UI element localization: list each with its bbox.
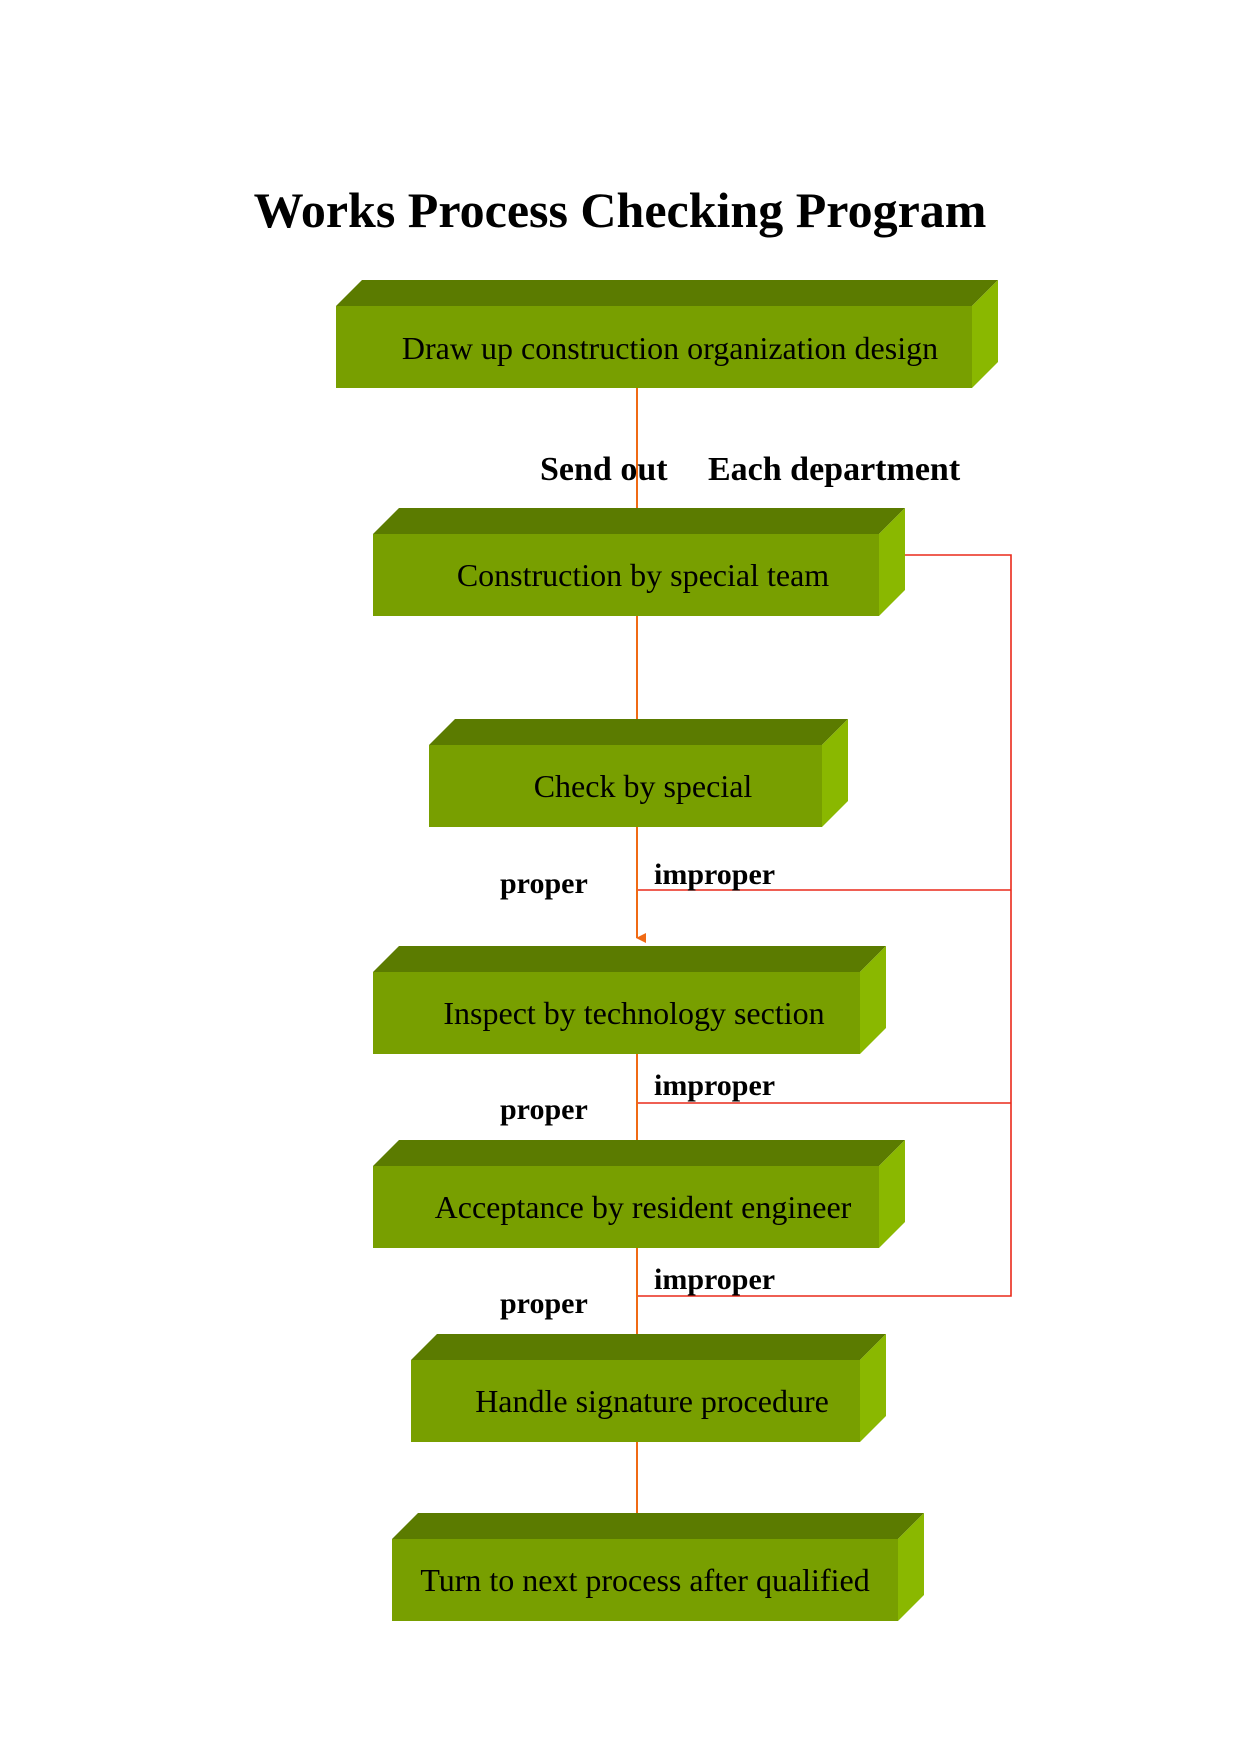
step-box-4: Inspect by technology section bbox=[373, 946, 886, 1054]
step-box-6: Handle signature procedure bbox=[411, 1334, 886, 1442]
return-lines bbox=[637, 554, 1012, 1297]
step-box-3: Check by special bbox=[429, 719, 848, 827]
step-box-1: Draw up construction organization design bbox=[336, 280, 998, 388]
page-title: Works Process Checking Program bbox=[254, 182, 987, 238]
step-label-6: Handle signature procedure bbox=[475, 1383, 829, 1419]
step-label-2: Construction by special team bbox=[457, 557, 829, 593]
edge-label-each-department: Each department bbox=[708, 451, 961, 488]
step-box-2: Construction by special team bbox=[373, 508, 905, 616]
return-line-main bbox=[783, 554, 1012, 1297]
edge-label-proper-2: proper bbox=[500, 1093, 588, 1126]
step-label-3: Check by special bbox=[534, 768, 753, 804]
edge-label-proper-3: proper bbox=[500, 1287, 588, 1320]
edge-label-improper-1: improper bbox=[654, 858, 775, 891]
step-label-1: Draw up construction organization design bbox=[402, 330, 938, 366]
edge-label-improper-3: improper bbox=[654, 1263, 775, 1296]
step-box-5: Acceptance by resident engineer bbox=[373, 1140, 905, 1248]
edge-label-proper-1: proper bbox=[500, 867, 588, 900]
step-box-7: Turn to next process after qualified bbox=[392, 1513, 924, 1621]
step-label-4: Inspect by technology section bbox=[443, 995, 824, 1031]
step-label-5: Acceptance by resident engineer bbox=[435, 1189, 852, 1225]
step-label-7: Turn to next process after qualified bbox=[420, 1562, 869, 1598]
edge-label-improper-2: improper bbox=[654, 1069, 775, 1102]
edge-label-send-out: Send out bbox=[540, 451, 668, 488]
